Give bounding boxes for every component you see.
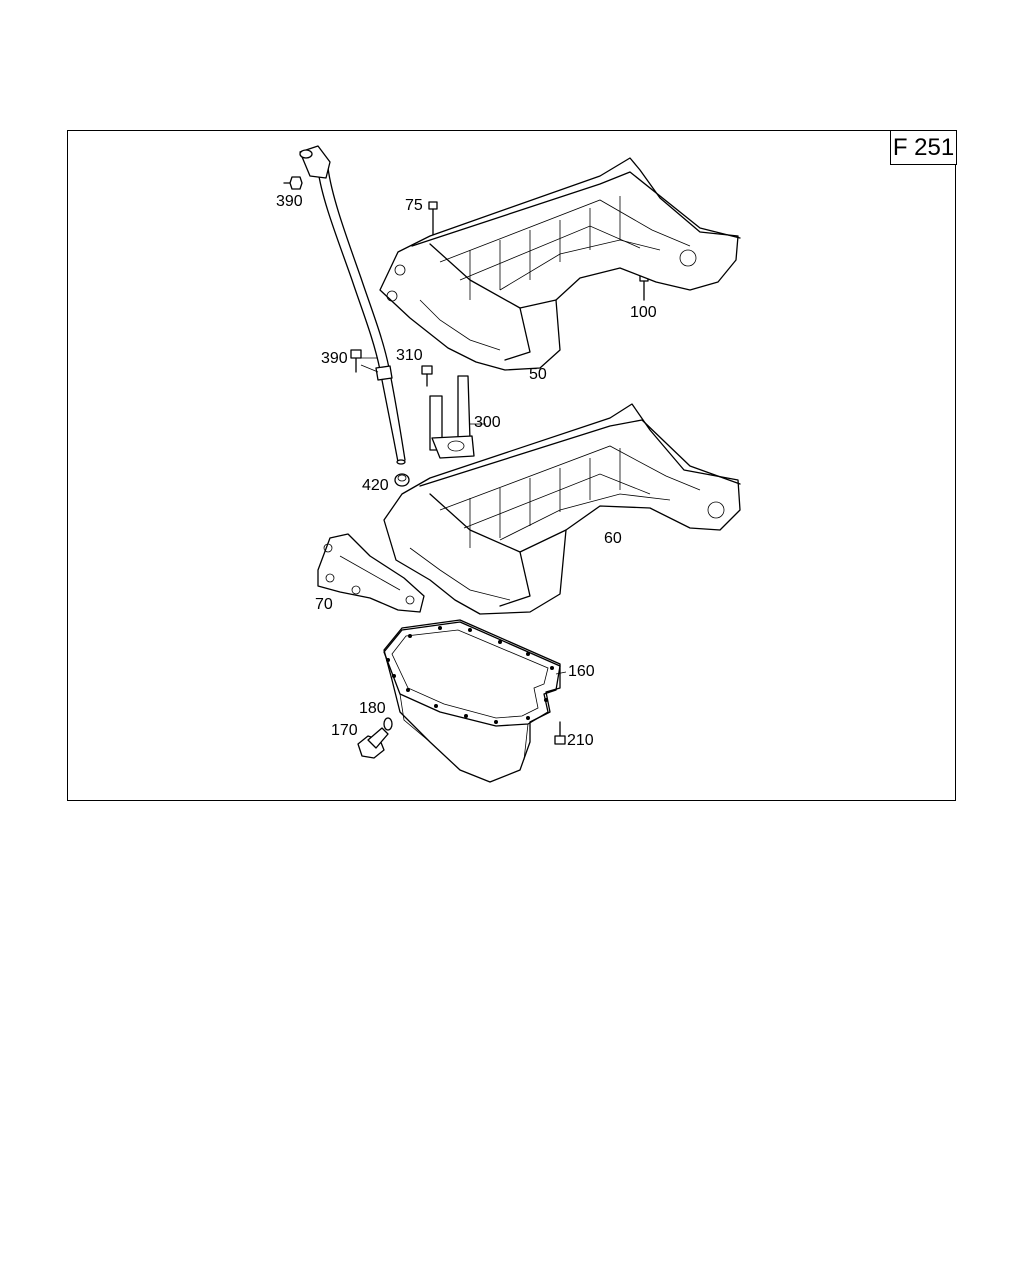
callout-50: 50 <box>529 366 547 383</box>
callout-100: 100 <box>630 304 657 321</box>
bolt-390-lower <box>350 349 379 373</box>
callout-390-lower: 390 <box>321 350 348 367</box>
callout-75: 75 <box>405 197 423 214</box>
upper-oil-pan <box>379 157 741 371</box>
callout-160: 160 <box>568 663 595 680</box>
callout-310: 310 <box>396 347 423 364</box>
bolt-75 <box>428 201 438 236</box>
callout-70: 70 <box>315 596 333 613</box>
seal-ring-180 <box>383 717 393 731</box>
callout-300: 300 <box>474 414 501 431</box>
bolt-310 <box>421 365 433 387</box>
figure-id-label: F 251 <box>890 130 957 165</box>
callout-210: 210 <box>567 732 594 749</box>
middle-oil-pan <box>383 403 741 615</box>
bolt-210 <box>554 721 566 745</box>
callout-180: 180 <box>359 700 386 717</box>
bracket-70 <box>317 533 425 613</box>
callout-420: 420 <box>362 477 389 494</box>
oil-pickup-300 <box>429 375 475 459</box>
dipstick-tube <box>299 145 406 465</box>
callout-170: 170 <box>331 722 358 739</box>
plug-420 <box>394 473 410 487</box>
callout-390-upper: 390 <box>276 193 303 210</box>
drain-plug-170 <box>357 727 389 759</box>
lower-oil-pan <box>383 619 561 783</box>
diagram-frame <box>67 130 956 801</box>
bolt-390-upper <box>283 176 303 190</box>
leader-lines <box>356 357 567 675</box>
callout-60: 60 <box>604 530 622 547</box>
